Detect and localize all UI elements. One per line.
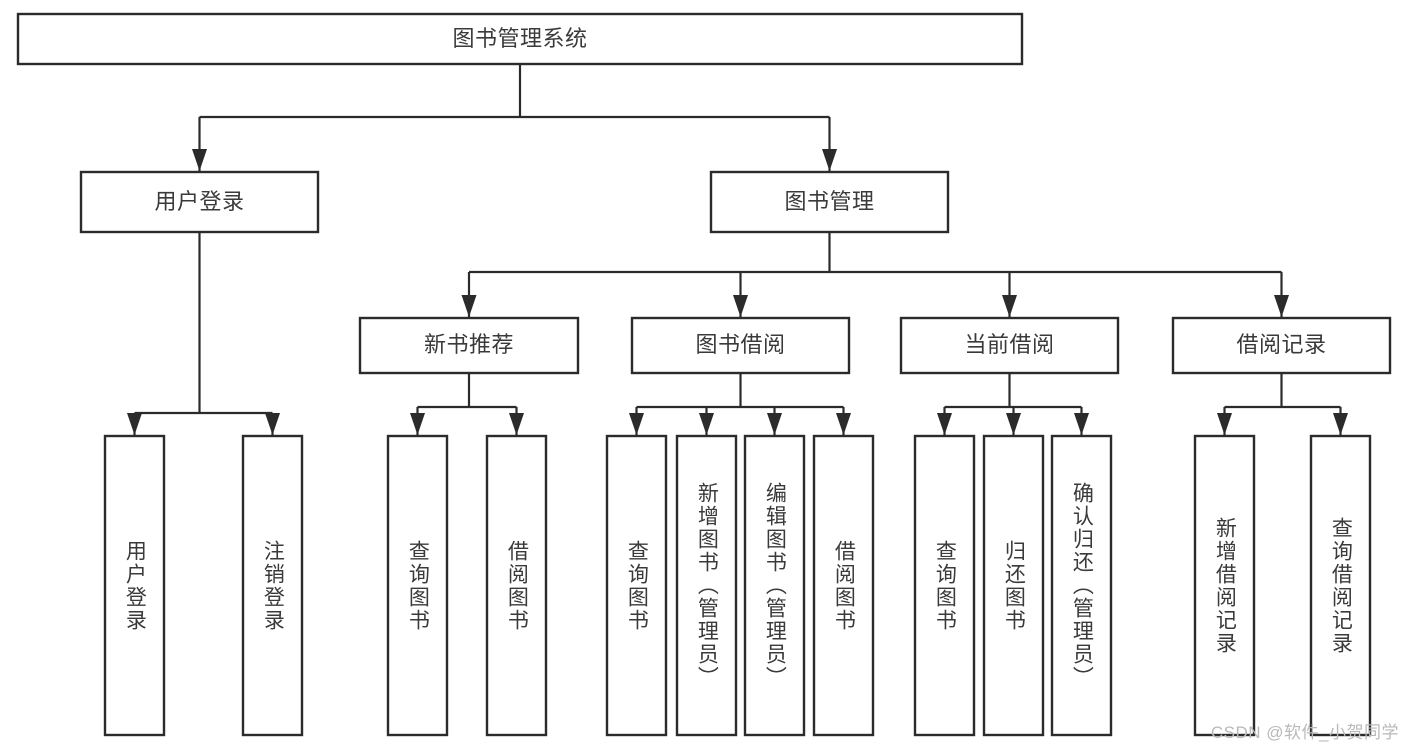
node-box-root[interactable]	[16, 12, 1024, 66]
node-box-l1_0[interactable]	[79, 170, 320, 234]
arrow-head-icon	[937, 413, 952, 435]
node-box-leaf_3[interactable]	[485, 434, 548, 737]
arrow-head-icon	[461, 295, 477, 317]
node-box-leaf_7[interactable]	[812, 434, 875, 737]
node-box-leaf_2[interactable]	[386, 434, 449, 737]
node-box-leaf_0[interactable]	[103, 434, 166, 737]
node-box-leaf_11[interactable]	[1193, 434, 1256, 737]
node-box-leaf_10[interactable]	[1050, 434, 1113, 737]
arrow-head-icon	[265, 413, 280, 435]
arrow-head-icon	[127, 413, 142, 435]
arrow-head-icon	[836, 413, 851, 435]
node-box-leaf_9[interactable]	[982, 434, 1045, 737]
arrow-head-icon	[410, 413, 425, 435]
node-box-leaf_6[interactable]	[743, 434, 806, 737]
arrow-head-icon	[192, 149, 207, 171]
arrow-head-icon	[699, 413, 714, 435]
arrow-head-icon	[1074, 413, 1089, 435]
arrow-head-icon	[509, 413, 524, 435]
node-box-leaf_1[interactable]	[241, 434, 304, 737]
arrow-head-icon	[1274, 295, 1289, 317]
arrow-head-icon	[1333, 413, 1348, 435]
arrow-head-icon	[733, 295, 748, 317]
arrow-head-icon	[822, 149, 837, 171]
node-box-leaf_4[interactable]	[605, 434, 668, 737]
arrow-head-icon	[767, 413, 782, 435]
node-box-leaf_5[interactable]	[675, 434, 738, 737]
node-box-leaf_8[interactable]	[913, 434, 976, 737]
node-box-l2_0[interactable]	[358, 316, 580, 375]
arrow-head-icon	[1006, 413, 1021, 435]
arrow-head-icon	[1002, 295, 1017, 317]
node-box-l2_1[interactable]	[630, 316, 851, 375]
arrow-head-icon	[629, 413, 644, 435]
node-box-l2_2[interactable]	[899, 316, 1120, 375]
node-box-leaf_12[interactable]	[1309, 434, 1372, 737]
arrow-head-icon	[1217, 413, 1232, 435]
node-box-l1_1[interactable]	[709, 170, 950, 234]
node-box-l2_3[interactable]	[1171, 316, 1392, 375]
